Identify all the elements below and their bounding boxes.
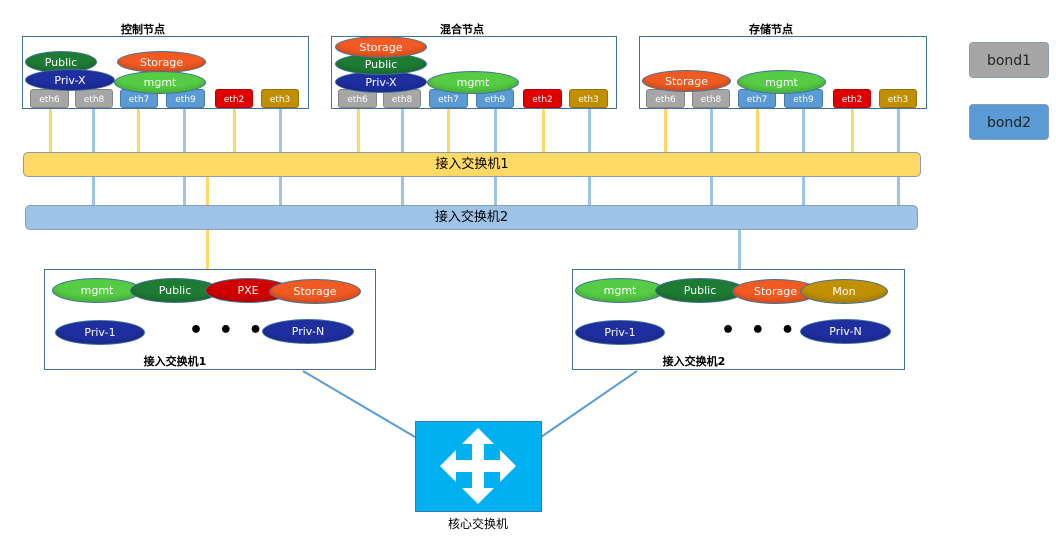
port-eth2[interactable]: eth2 bbox=[215, 89, 253, 108]
ellipsis: • • • bbox=[189, 318, 267, 343]
node-title: 存储节点 bbox=[749, 23, 793, 36]
cloud-storage: Storage bbox=[732, 279, 819, 304]
link-yellow bbox=[542, 107, 545, 153]
uplink-line bbox=[302, 370, 416, 438]
port-eth3[interactable]: eth3 bbox=[569, 89, 608, 108]
link-yellow bbox=[664, 107, 667, 153]
node-title: 混合节点 bbox=[440, 23, 484, 36]
port-eth2[interactable]: eth2 bbox=[833, 89, 871, 108]
cloud-mgmt: mgmt bbox=[114, 71, 206, 94]
access-switch-label: 接入交换机1 bbox=[143, 355, 207, 368]
link-yellow bbox=[357, 107, 360, 153]
link-blue bbox=[738, 230, 741, 270]
cloud-public: Public bbox=[25, 51, 97, 73]
port-eth2[interactable]: eth2 bbox=[523, 89, 562, 108]
cloud-storage: Storage bbox=[642, 70, 731, 92]
ellipsis: • • • bbox=[721, 318, 799, 343]
legend-bond1: bond1 bbox=[969, 42, 1049, 78]
cloud-priv-n: Priv-N bbox=[800, 319, 891, 344]
cloud-priv-x: Priv-X bbox=[25, 69, 115, 91]
access-switch-bar-2[interactable]: 接入交换机2 bbox=[25, 205, 918, 230]
link-yellow bbox=[137, 107, 140, 153]
link-yellow bbox=[49, 107, 52, 153]
access-switch-bar-1[interactable]: 接入交换机1 bbox=[23, 152, 921, 177]
cloud-mgmt: mgmt bbox=[737, 70, 826, 94]
cloud-priv-1: Priv-1 bbox=[55, 320, 145, 345]
port-eth3[interactable]: eth3 bbox=[879, 89, 917, 108]
cloud-mgmt: mgmt bbox=[575, 278, 665, 303]
port-eth8[interactable]: eth8 bbox=[75, 89, 113, 108]
cloud-priv-x: Priv-X bbox=[335, 71, 427, 93]
four-way-arrows-icon bbox=[440, 428, 516, 504]
link-yellow bbox=[851, 107, 854, 153]
cloud-public: Public bbox=[655, 278, 745, 303]
access-switch-label: 接入交换机2 bbox=[662, 355, 726, 368]
link-yellow bbox=[233, 107, 236, 153]
uplink-line bbox=[540, 370, 638, 438]
cloud-mgmt: mgmt bbox=[427, 71, 519, 94]
cloud-priv-n: Priv-N bbox=[262, 319, 354, 344]
cloud-priv-1: Priv-1 bbox=[575, 320, 665, 345]
port-eth3[interactable]: eth3 bbox=[261, 89, 299, 108]
core-switch-label: 核心交换机 bbox=[447, 517, 508, 531]
cloud-storage: Storage bbox=[335, 36, 427, 58]
cloud-mon: Mon bbox=[800, 279, 888, 304]
link-yellow bbox=[756, 107, 759, 153]
core-switch[interactable] bbox=[415, 421, 542, 512]
legend-bond2: bond2 bbox=[969, 104, 1049, 140]
cloud-mgmt: mgmt bbox=[52, 278, 142, 303]
cloud-pxe: PXE bbox=[205, 278, 291, 303]
link-yellow bbox=[447, 107, 450, 153]
cloud-storage: Storage bbox=[269, 279, 361, 304]
node-title: 控制节点 bbox=[121, 23, 165, 36]
